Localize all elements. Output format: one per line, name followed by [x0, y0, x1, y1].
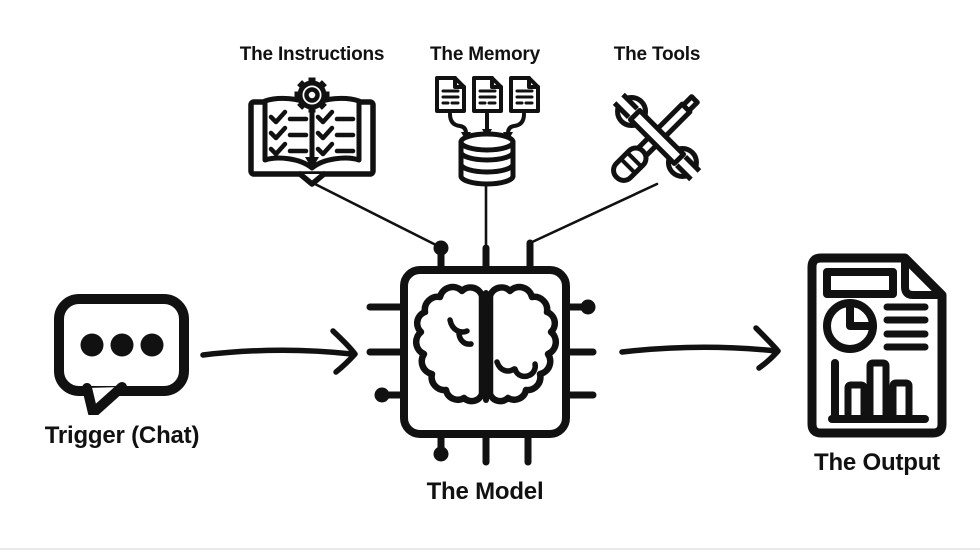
memory-label: The Memory [430, 44, 540, 65]
report-document-icon [807, 253, 947, 438]
connector-instructions-to-model [311, 181, 440, 248]
output-label: The Output [814, 449, 940, 476]
documents-database-icon [435, 76, 540, 187]
model-label: The Model [426, 478, 544, 505]
wrench-screwdriver-icon [611, 92, 702, 183]
tools-label: The Tools [613, 44, 701, 65]
pie-chart-glyph [823, 299, 877, 353]
bar-chart-glyph [828, 359, 929, 423]
bottom-divider [0, 548, 980, 550]
arrow-model-to-output [619, 325, 781, 371]
chat-bubble-icon [54, 294, 189, 415]
book-checklist-gear-icon [248, 77, 376, 187]
brain-chip-icon [366, 239, 597, 466]
connector-tools-to-model [528, 182, 659, 245]
gear-icon [294, 77, 330, 113]
trigger-label: Trigger (Chat) [44, 422, 200, 449]
wrench-icon [612, 92, 702, 182]
instructions-label: The Instructions [239, 44, 385, 65]
arrow-trigger-to-model [200, 328, 358, 375]
